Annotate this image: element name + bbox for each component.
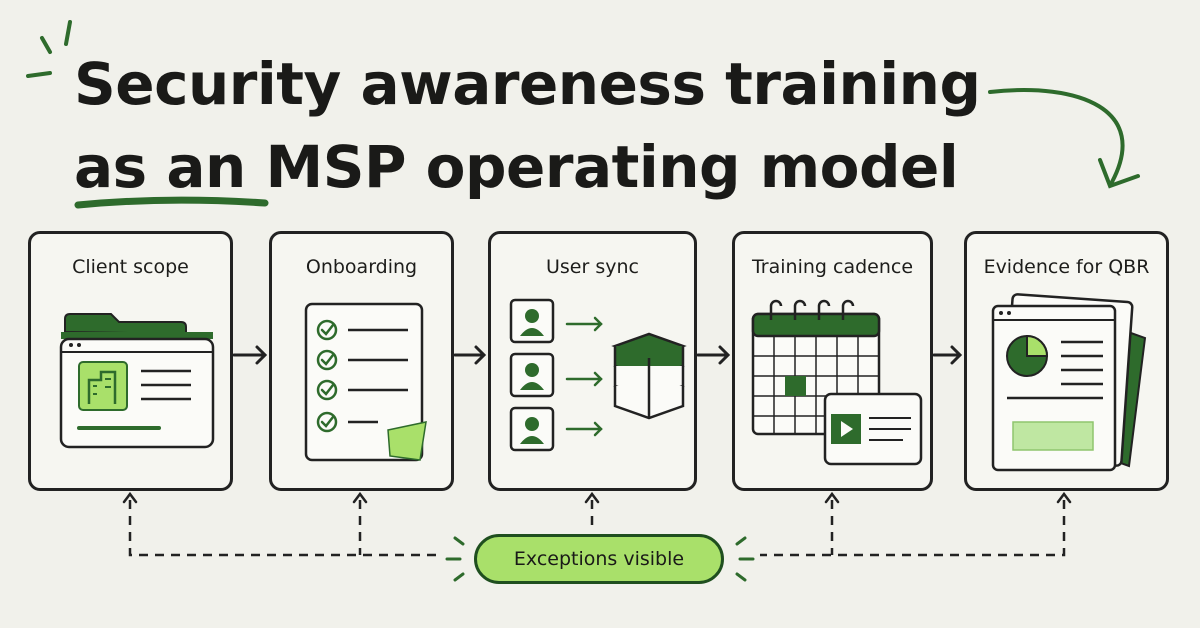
flow-arrows <box>232 345 963 365</box>
step-label: Training cadence <box>751 256 914 278</box>
exceptions-visible-badge: Exceptions visible <box>474 534 724 584</box>
step-card-training-cadence: Training cadence <box>732 231 933 491</box>
sticky-note-icon <box>387 421 427 461</box>
step-label: User sync <box>546 256 639 278</box>
step-card-client-scope: Client scope <box>28 231 233 491</box>
user-icon <box>509 298 555 452</box>
video-icon <box>823 392 923 466</box>
step-label: Client scope <box>72 256 189 278</box>
building-icon <box>78 361 128 411</box>
database-icon <box>611 332 687 420</box>
curved-arrow-icon <box>988 88 1140 189</box>
step-label: Evidence for QBR <box>983 256 1150 278</box>
spark-icon <box>26 20 72 78</box>
training-cadence-illustration <box>751 299 923 466</box>
report-icon <box>991 293 1147 472</box>
up-arrow-icons <box>122 491 1072 504</box>
page-title-line-1: Security awareness training <box>74 50 981 118</box>
arrow-icon <box>565 316 603 437</box>
step-card-user-sync: User sync <box>488 231 697 491</box>
step-card-onboarding: Onboarding <box>269 231 454 491</box>
spark-icon <box>445 536 755 582</box>
user-sync-illustration <box>509 298 687 452</box>
page-title-line-2: as an MSP operating model <box>74 133 959 201</box>
feedback-loop <box>128 500 1066 557</box>
step-label: Onboarding <box>305 256 418 278</box>
pie-chart-icon <box>1006 334 1049 377</box>
step-card-evidence-for-qbr: Evidence for QBR <box>964 231 1169 491</box>
title-underline <box>74 196 269 209</box>
checklist-icon <box>304 302 427 462</box>
folder-icon <box>59 313 215 449</box>
